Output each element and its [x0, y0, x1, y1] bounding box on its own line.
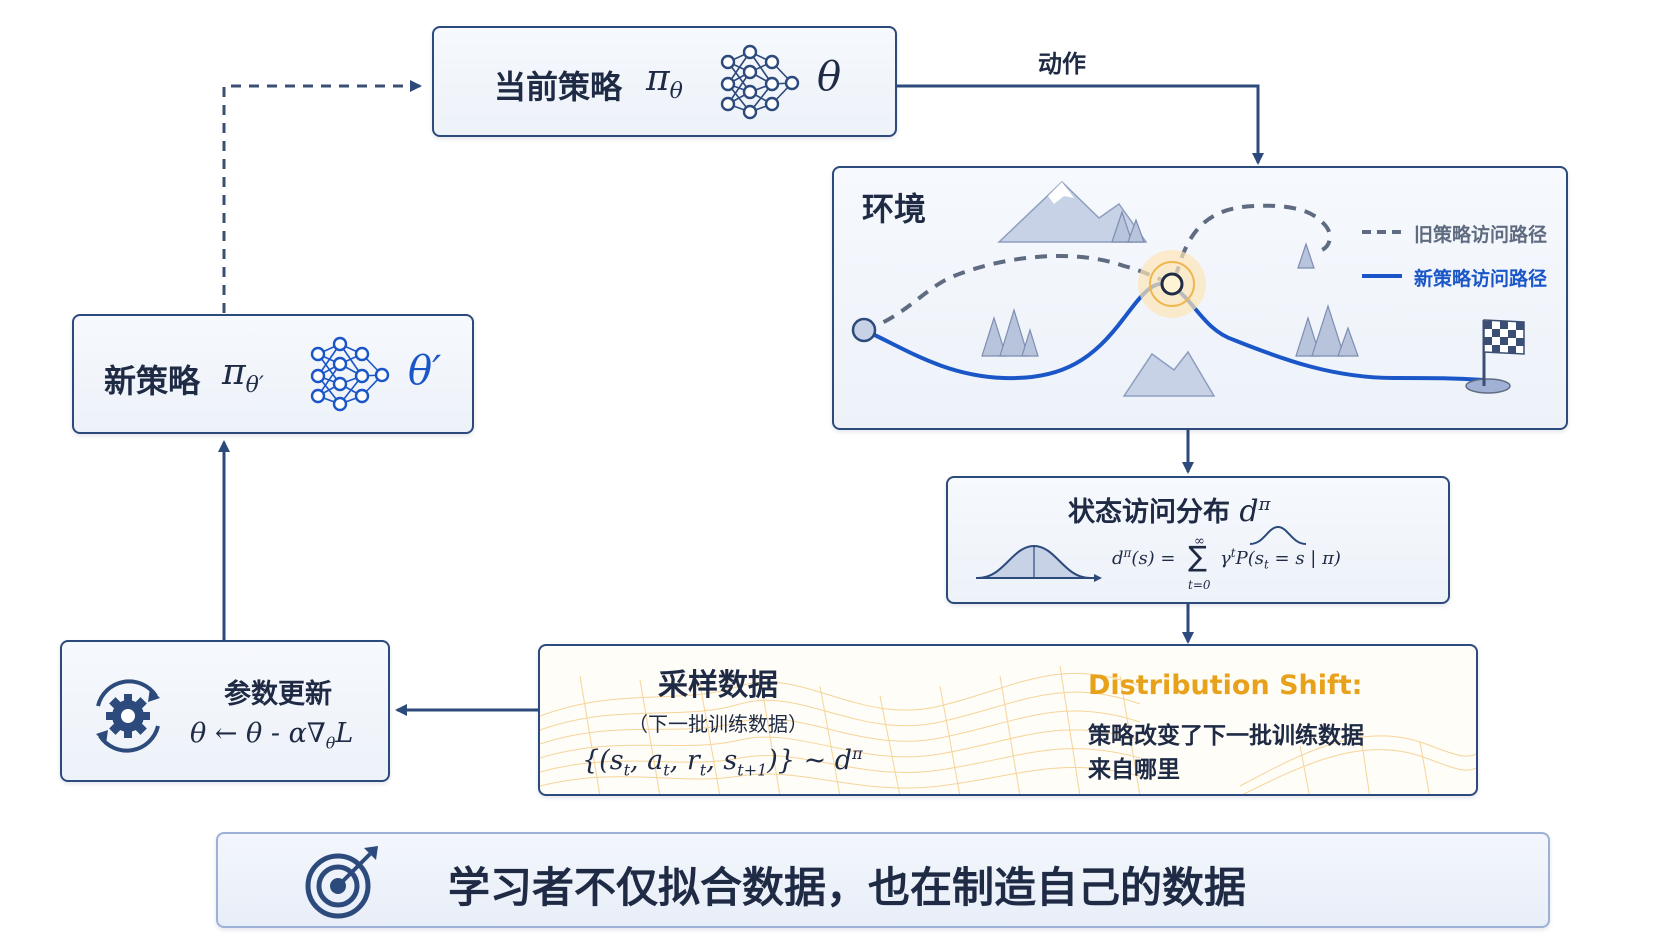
sum-top: ∞ — [1194, 534, 1205, 549]
distribution-shift-title: Distribution Shift: — [1088, 670, 1363, 701]
sampled-data-formula: {(st, at, rt, st+1)} ~ dπ — [582, 744, 863, 780]
sampled-data-box: 采样数据 （下一批训练数据） {(st, at, rt, st+1)} ~ dπ… — [538, 644, 1478, 796]
state-distribution-box: 状态访问分布 dπ dπ(s) = ∞ ∑ t=0 γtP(st = s | π… — [946, 476, 1450, 604]
new-policy-pi: πθ′ — [222, 352, 264, 399]
small-bell-curve — [1249, 525, 1307, 545]
arrow-action — [897, 84, 1264, 165]
bottom-banner: 学习者不仅拟合数据，也在制造自己的数据 — [216, 832, 1550, 928]
tree-icon — [981, 210, 1359, 357]
current-policy-pi: πθ — [646, 58, 683, 105]
bottom-banner-text: 学习者不仅拟合数据，也在制造自己的数据 — [448, 863, 1247, 912]
param-update-box: 参数更新 θ ← θ - α∇θL — [60, 640, 390, 782]
sum-sign: ∑ — [1188, 540, 1207, 573]
divergence-node — [1138, 250, 1206, 318]
legend-old-label: 旧策略访问路径 — [1414, 224, 1548, 246]
current-policy-theta: θ — [817, 54, 842, 100]
state-distribution-formula-rhs: γtP(st = s | π) — [1220, 546, 1341, 572]
neural-network-icon-new — [310, 336, 390, 412]
arrow-new-to-current — [222, 80, 422, 313]
new-policy-title: 新策略 — [104, 362, 201, 400]
neural-network-icon — [720, 44, 800, 120]
current-policy-box: 当前策略 πθ θ — [432, 26, 897, 137]
param-update-title: 参数更新 — [224, 679, 332, 710]
distribution-curve-icon — [976, 544, 1102, 582]
action-label: 动作 — [1038, 50, 1086, 78]
environment-scene — [851, 180, 1525, 397]
sampled-data-subtitle: （下一批训练数据） — [628, 712, 808, 736]
start-node — [851, 317, 877, 343]
new-policy-theta: θ′ — [408, 348, 442, 394]
legend-new-label: 新策略访问路径 — [1414, 268, 1548, 290]
new-policy-box: 新策略 πθ′ θ′ — [72, 314, 474, 434]
state-distribution-formula: dπ(s) = — [1112, 546, 1176, 569]
distribution-shift-line1: 策略改变了下一批训练数据 — [1088, 723, 1364, 749]
gear-refresh-icon — [96, 679, 160, 753]
sampled-data-title: 采样数据 — [658, 668, 778, 703]
target-icon — [305, 846, 378, 919]
data-mesh-background — [540, 665, 1476, 794]
environment-title: 环境 — [862, 190, 927, 228]
current-policy-title: 当前策略 — [494, 68, 623, 106]
finish-flag-icon — [1465, 319, 1525, 394]
environment-box: 环境 — [832, 166, 1568, 430]
rock-icon — [1122, 350, 1216, 397]
state-distribution-title: 状态访问分布 dπ — [1068, 494, 1271, 529]
distribution-shift-line2: 来自哪里 — [1088, 757, 1180, 783]
param-update-formula: θ ← θ - α∇θL — [190, 718, 354, 753]
sum-bottom: t=0 — [1188, 578, 1211, 592]
